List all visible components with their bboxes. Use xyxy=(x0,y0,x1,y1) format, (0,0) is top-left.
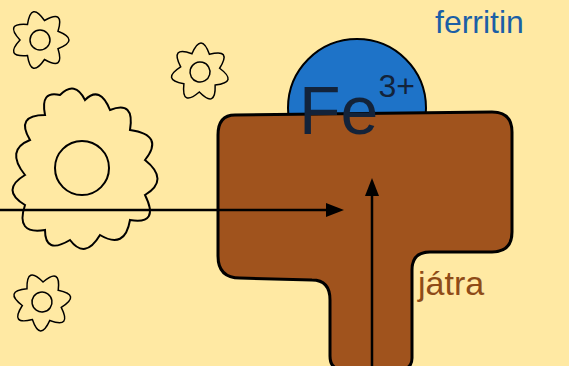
liver-outline xyxy=(216,108,516,366)
arrow-head xyxy=(326,203,344,217)
arrow-line xyxy=(371,192,374,366)
molecule-label: ferritin xyxy=(435,6,524,38)
organ-label: játra xyxy=(418,266,484,300)
liver-fill xyxy=(218,112,512,366)
macrophage-large xyxy=(13,89,158,249)
charge-superscript: 3+ xyxy=(378,70,414,102)
element-symbol: Fe xyxy=(299,76,378,144)
arrow-head xyxy=(365,178,379,196)
macrophage-small xyxy=(167,38,235,107)
arrow-line xyxy=(0,209,330,212)
macrophage-small xyxy=(11,269,75,334)
liver-shape: játra xyxy=(216,108,516,366)
macrophage-small xyxy=(14,12,69,69)
